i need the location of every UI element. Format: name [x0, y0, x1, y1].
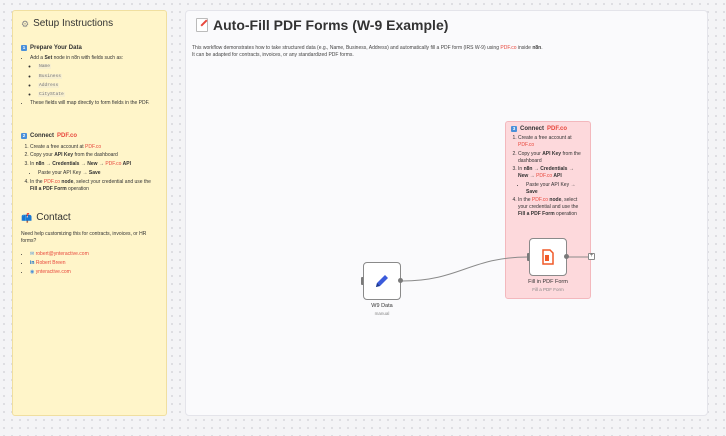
- step1-number-badge: 1: [21, 45, 27, 52]
- globe-icon: ◉: [30, 268, 35, 275]
- main-description-note[interactable]: Auto-Fill PDF Forms (W-9 Example) This w…: [185, 10, 708, 416]
- step2-heading: 2 Connect PDF.co: [21, 133, 78, 140]
- linkedin-icon: in: [30, 259, 35, 266]
- pdfco-link[interactable]: PDF.co: [500, 45, 517, 51]
- setup-title: ⚙ Setup Instructions: [21, 18, 114, 29]
- w9-node-label: W9 Data: [371, 303, 393, 309]
- pdfco-link[interactable]: PDF.co: [518, 142, 535, 149]
- fill-node-input-port[interactable]: [527, 253, 530, 261]
- list-item: Paste your API Key → Save: [526, 182, 585, 196]
- fill-pdf-form-node[interactable]: [529, 238, 567, 276]
- list-item: Add a Set node in n8n with fields such a…: [30, 55, 158, 99]
- list-item: In n8n → Credentials → New → PDF.co API …: [30, 161, 158, 177]
- website-link[interactable]: ynteractive.com: [35, 268, 71, 275]
- step2-list: Create a free account at PDF.co Copy you…: [21, 144, 158, 194]
- contact-text: Need help customizing this for contracts…: [21, 230, 147, 244]
- field-business: Business: [38, 73, 158, 81]
- pdfco-link[interactable]: PDF.co: [43, 178, 61, 185]
- w9-data-node[interactable]: [363, 262, 401, 300]
- step1-heading: 1 Prepare Your Data: [21, 45, 82, 52]
- contact-list: ✉ robert@ynteractive.com in Robert Breen…: [21, 251, 158, 276]
- step1-section: 1 Prepare Your Data Add a Set node in n8…: [21, 41, 158, 109]
- list-item: ◉ ynteractive.com: [30, 269, 158, 276]
- pdfco-link[interactable]: PDF.co: [531, 197, 549, 204]
- list-item: Copy your API Key from the dashboard: [518, 151, 585, 165]
- pdfco-link[interactable]: PDF.co: [57, 133, 78, 139]
- main-description: This workflow demonstrates how to take s…: [192, 45, 543, 59]
- fill-node-subtitle: Fill a PDF Form: [532, 287, 564, 292]
- pink-heading: 3 Connect PDF.co: [511, 126, 568, 133]
- document-pencil-icon: [196, 18, 208, 32]
- contact-section: 📫 Contact Need help customizing this for…: [21, 211, 158, 277]
- list-item: Copy your API Key from the dashboard: [30, 152, 158, 159]
- step2-number-badge: 2: [21, 133, 27, 140]
- w9-node-input-port[interactable]: [361, 277, 364, 285]
- list-item: These fields will map directly to form f…: [30, 100, 158, 107]
- linkedin-link[interactable]: Robert Breen: [35, 259, 66, 266]
- fill-node-output-port[interactable]: [564, 254, 569, 259]
- pdfco-icon: [542, 249, 554, 265]
- list-item: Create a free account at PDF.co: [518, 135, 585, 149]
- contact-heading: 📫 Contact: [21, 212, 71, 223]
- field-name: Name: [38, 63, 158, 71]
- add-node-button[interactable]: +: [588, 253, 595, 260]
- main-title: Auto-Fill PDF Forms (W-9 Example): [196, 17, 448, 33]
- w9-node-output-port[interactable]: [398, 278, 403, 283]
- email-link[interactable]: robert@ynteractive.com: [35, 251, 89, 257]
- fill-node-label: Fill in PDF Form: [528, 279, 568, 285]
- list-item: ✉ robert@ynteractive.com: [30, 251, 158, 258]
- pdfco-link[interactable]: PDF.co: [105, 161, 122, 168]
- pdfco-link[interactable]: PDF.co: [547, 126, 568, 132]
- list-item: In the PDF.co node, select your credenti…: [30, 179, 158, 194]
- pdfco-link[interactable]: PDF.co: [536, 173, 553, 180]
- pink-list: Create a free account at PDF.co Copy you…: [511, 135, 585, 218]
- list-item: Paste your API Key → Save: [38, 170, 158, 177]
- gear-icon: ⚙: [21, 18, 30, 29]
- list-item: in Robert Breen: [30, 260, 158, 267]
- step1-list: Add a Set node in n8n with fields such a…: [21, 55, 158, 108]
- list-item: In the PDF.co node, select your credenti…: [518, 197, 585, 218]
- step3-number-badge: 3: [511, 126, 517, 133]
- mailbox-icon: 📫: [21, 212, 33, 223]
- step2-section: 2 Connect PDF.co Create a free account a…: [21, 129, 158, 195]
- pencil-icon: [376, 275, 388, 287]
- pdfco-link[interactable]: PDF.co: [85, 143, 102, 150]
- list-item: In n8n → Credentials → New → PDF.co API …: [518, 166, 585, 196]
- email-icon: ✉: [30, 251, 35, 257]
- field-address: Address: [38, 82, 158, 90]
- w9-node-subtitle: manual: [374, 311, 390, 316]
- list-item: Create a free account at PDF.co: [30, 144, 158, 151]
- field-citystate: CityState: [38, 91, 158, 99]
- setup-instructions-note[interactable]: ⚙ Setup Instructions 1 Prepare Your Data…: [12, 10, 167, 416]
